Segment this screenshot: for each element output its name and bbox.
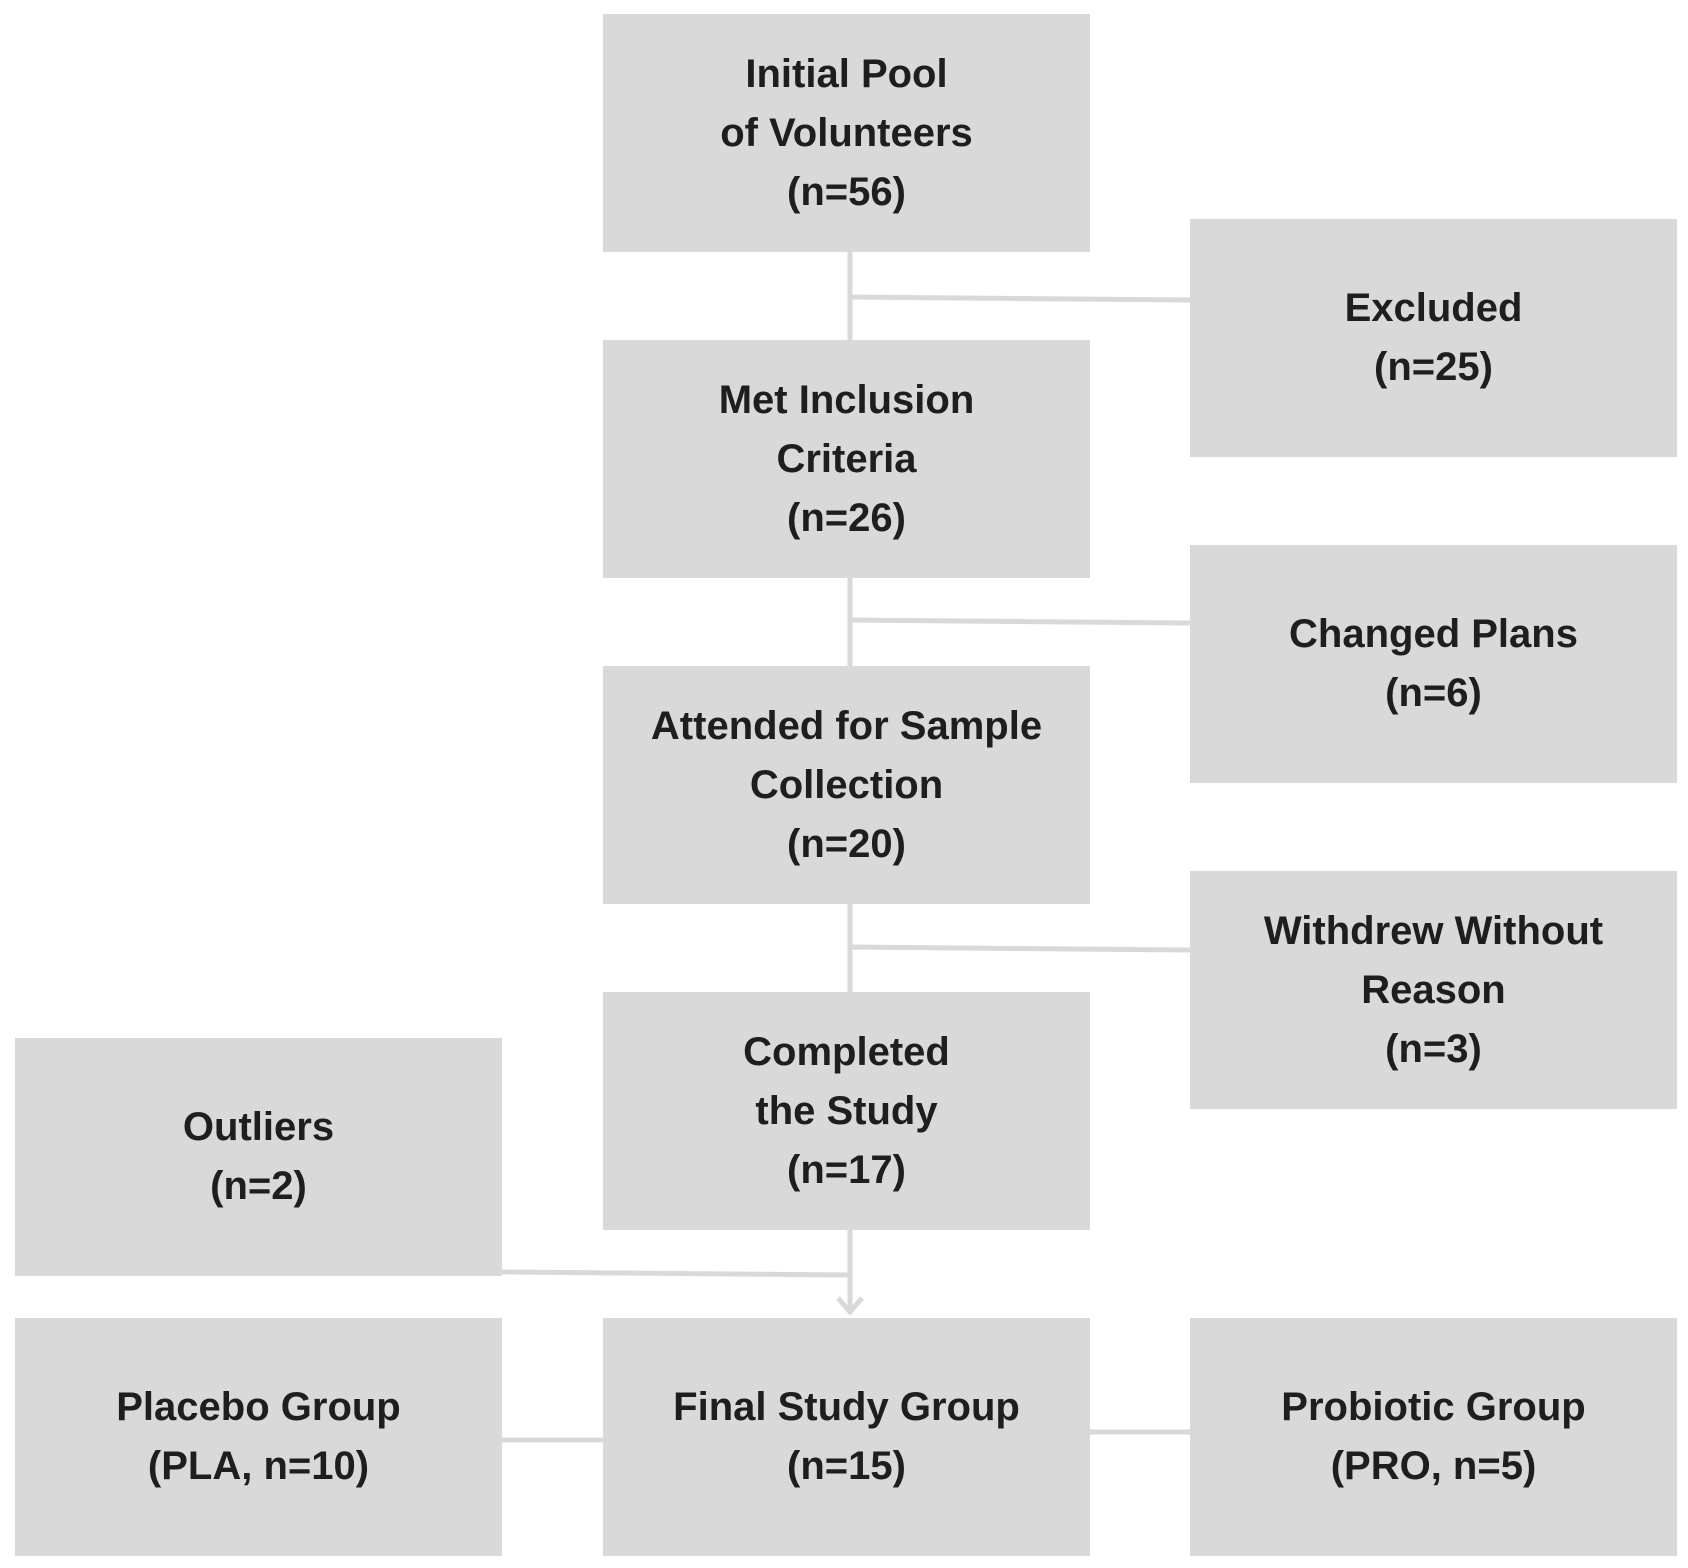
box-met-inclusion-criteria: Met Inclusion Criteria (n=26)	[603, 340, 1090, 578]
connector-to-withdrew	[849, 944, 1191, 953]
final-group-label: Final Study Group	[673, 1385, 1020, 1429]
excluded-count: (n=25)	[1374, 345, 1493, 389]
attended-count: (n=20)	[787, 821, 906, 866]
box-completed-study: Completed the Study (n=17)	[603, 992, 1090, 1230]
box-excluded: Excluded (n=25)	[1190, 219, 1677, 457]
completed-count: (n=17)	[787, 1147, 906, 1192]
outliers-count: (n=2)	[210, 1164, 307, 1208]
completed-line-1: Completed	[743, 1029, 950, 1074]
box-final-study-group: Final Study Group (n=15)	[603, 1318, 1090, 1556]
box-placebo-group: Placebo Group (PLA, n=10)	[15, 1318, 502, 1556]
probiotic-label: Probiotic Group	[1281, 1385, 1586, 1429]
connector-to-excluded	[849, 294, 1191, 303]
initial-pool-line-2: of Volunteers	[720, 110, 973, 155]
initial-pool-count: (n=56)	[787, 169, 906, 214]
box-changed-plans: Changed Plans (n=6)	[1190, 545, 1677, 783]
attended-line-1: Attended for Sample	[650, 703, 1043, 748]
withdrew-line-1: Withdrew Without	[1263, 908, 1604, 953]
changed-plans-label: Changed Plans	[1289, 612, 1578, 656]
initial-pool-line-1: Initial Pool	[745, 51, 948, 96]
connector-to-changed-plans	[849, 617, 1191, 626]
connector-from-outliers	[501, 1269, 851, 1278]
box-attended-sample-collection: Attended for Sample Collection (n=20)	[603, 666, 1090, 904]
met-inclusion-count: (n=26)	[787, 495, 906, 540]
final-group-count: (n=15)	[787, 1444, 906, 1488]
excluded-label: Excluded	[1344, 286, 1523, 330]
placebo-count: (PLA, n=10)	[147, 1444, 370, 1488]
withdrew-line-2: Reason	[1361, 967, 1506, 1012]
outliers-label: Outliers	[182, 1105, 335, 1149]
box-withdrew-without-reason: Withdrew Without Reason (n=3)	[1190, 871, 1677, 1109]
withdrew-count: (n=3)	[1385, 1026, 1482, 1071]
met-inclusion-line-1: Met Inclusion	[718, 377, 975, 422]
arrowhead-into-final	[836, 1296, 864, 1316]
probiotic-count: (PRO, n=5)	[1330, 1444, 1537, 1488]
box-outliers: Outliers (n=2)	[15, 1038, 502, 1276]
box-initial-pool: Initial Pool of Volunteers (n=56)	[603, 14, 1090, 252]
completed-line-2: the Study	[755, 1088, 938, 1133]
met-inclusion-line-2: Criteria	[776, 436, 917, 481]
changed-plans-count: (n=6)	[1385, 671, 1482, 715]
attended-line-2: Collection	[749, 762, 944, 807]
placebo-label: Placebo Group	[116, 1385, 401, 1429]
box-probiotic-group: Probiotic Group (PRO, n=5)	[1190, 1318, 1677, 1556]
